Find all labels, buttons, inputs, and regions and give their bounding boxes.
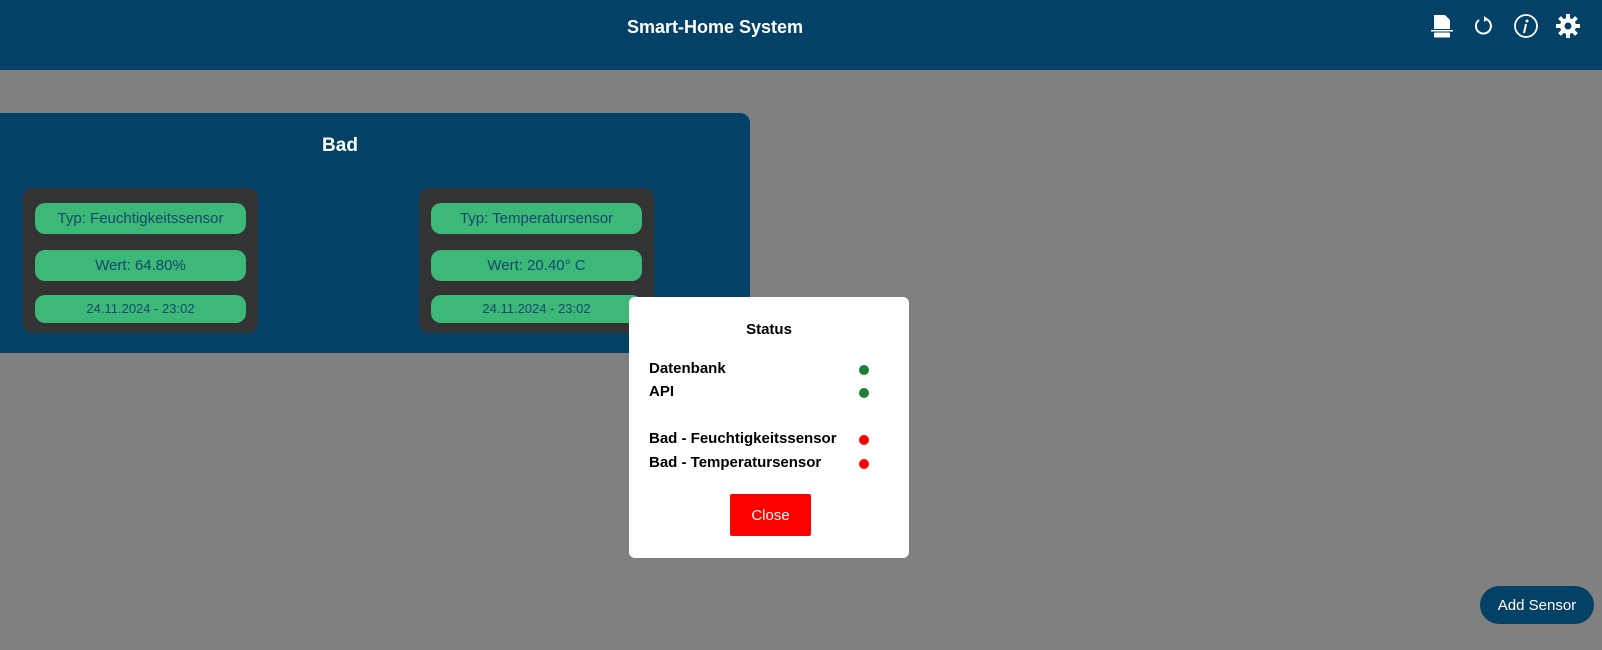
- status-modal: Status Datenbank API Bad - Feuchtigkeits…: [629, 297, 909, 558]
- app-header: Smart-Home System: [0, 0, 1602, 70]
- add-sensor-button[interactable]: Add Sensor: [1480, 586, 1594, 624]
- sensor-timestamp: 24.11.2024 - 23:02: [35, 295, 246, 323]
- sensor-value: Wert: 20.40° C: [431, 250, 642, 281]
- status-item: Datenbank: [649, 360, 869, 377]
- status-label: Bad - Temperatursensor: [649, 454, 822, 471]
- status-item: API: [649, 383, 869, 400]
- close-button[interactable]: Close: [730, 494, 811, 536]
- sensor-value: Wert: 64.80%: [35, 250, 246, 281]
- document-icon[interactable]: [1430, 14, 1454, 38]
- sensor-type: Typ: Temperatursensor: [431, 203, 642, 234]
- sensor-card[interactable]: Typ: Feuchtigkeitssensor Wert: 64.80% 24…: [23, 188, 258, 333]
- status-label: Bad - Feuchtigkeitssensor: [649, 430, 837, 447]
- app-title: Smart-Home System: [626, 17, 804, 37]
- room-card-bad: Bad Typ: Feuchtigkeitssensor Wert: 64.80…: [0, 113, 750, 353]
- status-dot: [859, 435, 869, 445]
- status-label: Datenbank: [649, 360, 726, 377]
- modal-title: Status: [746, 321, 792, 338]
- status-item: Bad - Feuchtigkeitssensor: [649, 430, 869, 447]
- sensor-card[interactable]: Typ: Temperatursensor Wert: 20.40° C 24.…: [419, 188, 654, 333]
- status-dot: [859, 459, 869, 469]
- info-icon[interactable]: [1514, 14, 1538, 38]
- refresh-icon[interactable]: [1472, 14, 1496, 38]
- status-item: Bad - Temperatursensor: [649, 454, 869, 471]
- room-title: Bad: [322, 135, 358, 156]
- status-dot: [859, 365, 869, 375]
- status-label: API: [649, 383, 675, 400]
- gear-icon[interactable]: [1556, 14, 1580, 38]
- sensor-type: Typ: Feuchtigkeitssensor: [35, 203, 246, 234]
- status-dot: [859, 388, 869, 398]
- sensor-timestamp: 24.11.2024 - 23:02: [431, 295, 642, 323]
